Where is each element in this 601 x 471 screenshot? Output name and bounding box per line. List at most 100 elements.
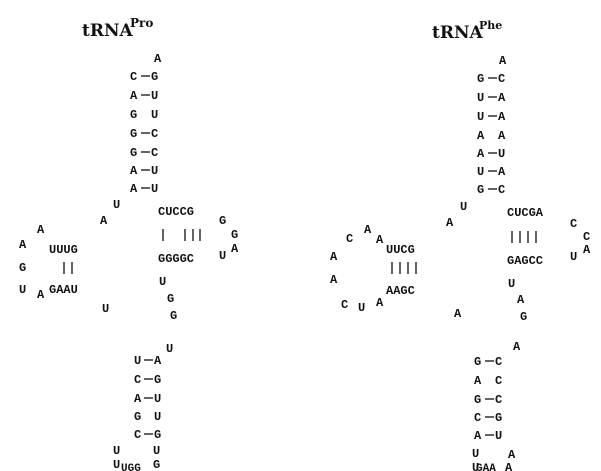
pro-variable-1: U xyxy=(159,275,166,289)
pro-ac-5-1: U xyxy=(134,354,141,368)
pro-junction-bottom: U xyxy=(102,302,109,316)
trna-phe-title: tRNA xyxy=(432,23,484,43)
pro-variable-3: G xyxy=(170,309,177,323)
pro-ac-3-1: A xyxy=(154,354,162,368)
phe-acceptor-3-7: C xyxy=(498,183,505,197)
phe-acceptor-5-4: A xyxy=(477,129,485,143)
pro-d-loop-4: U xyxy=(19,283,26,297)
phe-variable-1: U xyxy=(508,277,515,291)
pro-acceptor-5-6: A xyxy=(130,164,138,178)
pro-d-loop-5: A xyxy=(37,288,45,302)
pro-acceptor-stem: A C G A U G U G C G C A U A U xyxy=(130,52,162,196)
phe-acceptor-3-2: A xyxy=(498,91,506,105)
phe-acceptor-5-1: G xyxy=(477,72,484,86)
phe-acceptor-5-7: G xyxy=(477,183,484,197)
phe-acceptor-3-4: A xyxy=(498,129,506,143)
phe-ac-3-1: C xyxy=(495,355,502,369)
pro-acceptor-end: A xyxy=(154,52,162,66)
pro-ac-3-4: U xyxy=(154,410,161,424)
pro-d-arm-top: UUUG xyxy=(49,243,78,257)
trna-pro-title: tRNA xyxy=(82,21,134,41)
pro-junction-2: A xyxy=(100,214,108,228)
phe-d-loop-5: A xyxy=(330,273,338,287)
phe-variable-2: A xyxy=(517,293,525,307)
pro-d-loop-2: A xyxy=(19,238,27,252)
pro-junction-1: U xyxy=(113,198,120,212)
phe-anticodon-stem: A G C A C G C C G A U xyxy=(474,340,521,443)
pro-ac-extra-u: U xyxy=(166,342,173,356)
phe-acceptor-end: A xyxy=(499,54,507,68)
pro-acceptor-3-5: C xyxy=(151,146,158,160)
pro-t-loop-4: U xyxy=(219,249,226,263)
pro-acceptor-3-1: G xyxy=(151,70,158,84)
pro-acceptor-5-4: G xyxy=(130,127,137,141)
phe-ac-loop-1: U xyxy=(472,447,479,461)
phe-anticodon-loop: U U GAA A A xyxy=(472,447,516,471)
phe-acceptor-5-3: U xyxy=(477,110,484,124)
pro-anticodon-loop: U U UGG G U xyxy=(113,444,160,471)
phe-acceptor-3-3: A xyxy=(498,110,506,124)
phe-ac-3-4: G xyxy=(495,411,502,425)
phe-d-arm-bottom: AAGC xyxy=(386,284,415,298)
pro-acceptor-3-2: U xyxy=(151,89,158,103)
phe-d-loop-7: U xyxy=(358,301,365,315)
pro-ac-5-3: A xyxy=(134,392,142,406)
pro-t-arm: CUCCG GGGGC G G A U xyxy=(158,205,239,266)
phe-ac-3-3: C xyxy=(495,393,502,407)
trna-phe-structure: tRNA Phe A G C U A U A A A A U U A G C xyxy=(330,19,591,471)
pro-acceptor-3-6: U xyxy=(151,164,158,178)
pro-acceptor-3-7: U xyxy=(151,182,158,196)
phe-t-loop-4: U xyxy=(570,250,577,264)
pro-ac-loop-4: G xyxy=(153,458,160,471)
phe-d-loop-1: A xyxy=(364,223,372,237)
phe-anticodon: GAA xyxy=(476,463,496,471)
phe-variable-3: G xyxy=(520,310,527,324)
pro-acceptor-5-1: C xyxy=(130,70,137,84)
phe-ac-loop-2: U xyxy=(472,461,479,471)
phe-ac-5-5: A xyxy=(474,429,482,443)
trna-phe-title-superscript: Phe xyxy=(479,19,502,32)
phe-ac-extra-a: A xyxy=(513,340,521,354)
pro-ac-loop-2: U xyxy=(113,458,120,471)
phe-t-arm: CUCGA GAGCC C C A U xyxy=(507,206,591,268)
pro-t-loop-1: G xyxy=(219,214,226,228)
trna-pro-title-superscript: Pro xyxy=(130,16,153,30)
pro-acceptor-3-3: U xyxy=(151,108,158,122)
phe-d-loop-8: A xyxy=(376,296,384,310)
pro-d-arm-bottom: GAAU xyxy=(49,283,78,297)
phe-t-arm-bottom: GAGCC xyxy=(507,254,543,268)
pro-d-loop-1: A xyxy=(37,223,45,237)
phe-t-loop-2: C xyxy=(583,230,590,244)
phe-ac-5-2: A xyxy=(474,374,482,388)
pro-t-loop-3: A xyxy=(231,242,239,256)
phe-d-arm: A A C A A C U A UUCG AAGC xyxy=(330,223,417,315)
pro-anticodon-stem: U A C G A U G U C G U xyxy=(134,342,173,442)
phe-t-loop-3: A xyxy=(583,243,591,257)
pro-t-arm-bottom: GGGGC xyxy=(158,252,194,266)
pro-acceptor-5-7: A xyxy=(130,182,138,196)
pro-ac-3-5: G xyxy=(154,428,161,442)
phe-d-loop-2: A xyxy=(376,233,384,247)
pro-ac-5-2: C xyxy=(134,373,141,387)
pro-anticodon: UGG xyxy=(121,463,141,471)
phe-d-loop-4: A xyxy=(330,250,338,264)
phe-ac-5-3: G xyxy=(474,393,481,407)
phe-junction-2: A xyxy=(446,216,454,230)
pro-acceptor-5-2: A xyxy=(130,89,138,103)
phe-acceptor-5-6: U xyxy=(477,165,484,179)
phe-acceptor-5-2: U xyxy=(477,91,484,105)
phe-d-loop-3: C xyxy=(346,232,353,246)
phe-ac-loop-5: A xyxy=(508,448,516,462)
phe-ac-3-5: U xyxy=(495,429,502,443)
phe-acceptor-stem: A G C U A U A A A A U U A G C xyxy=(477,54,507,197)
phe-acceptor-3-6: A xyxy=(498,165,506,179)
pro-acceptor-5-3: G xyxy=(130,108,137,122)
phe-ac-3-2: C xyxy=(495,374,502,388)
pro-ac-5-5: C xyxy=(134,428,141,442)
phe-d-loop-6: C xyxy=(341,298,348,312)
phe-d-arm-top: UUCG xyxy=(386,243,415,257)
pro-t-arm-top: CUCCG xyxy=(158,205,194,219)
pro-ac-loop-5: U xyxy=(153,444,160,458)
phe-ac-5-4: C xyxy=(474,411,481,425)
